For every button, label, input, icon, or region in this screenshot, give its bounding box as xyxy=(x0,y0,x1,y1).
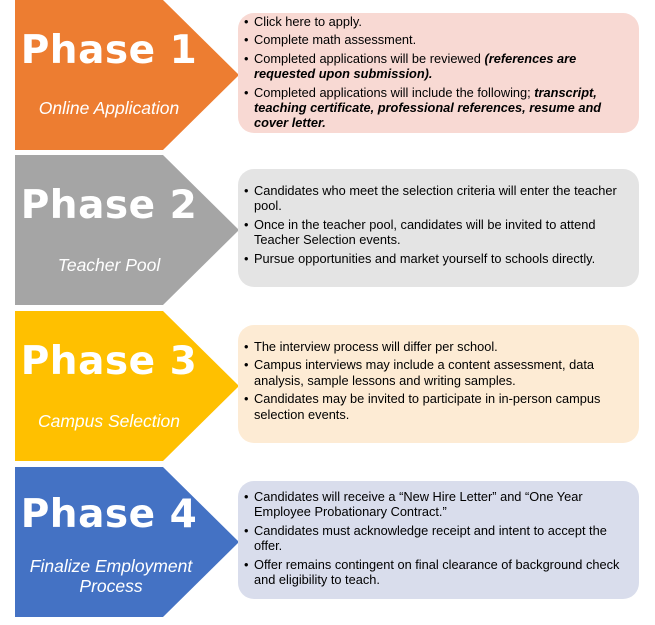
phase-3-arrow-shape xyxy=(15,311,239,461)
phase-2-title: Phase 2 xyxy=(20,183,198,228)
phase-3-details-box: • The interview process will differ per s… xyxy=(238,325,639,443)
bullet-dot-icon: • xyxy=(244,32,249,48)
phase-1-title: Phase 1 xyxy=(20,28,198,73)
bullet-text: Once in the teacher pool, candidates wil… xyxy=(254,216,596,248)
bullet-text: Candidates may be invited to participate… xyxy=(254,391,601,422)
phase-2-bullet-2: • Once in the teacher pool, candidates wi… xyxy=(244,217,629,248)
bullet-dot-icon: • xyxy=(244,391,249,407)
phase-1-bullet-3: • Completed applications will be reviewed… xyxy=(244,51,629,82)
bullet-dot-icon: • xyxy=(244,216,249,232)
phase-4-bullet-1: • Candidates will receive a “New Hire Let… xyxy=(244,489,629,520)
phase-4-arrow-shape xyxy=(15,467,239,617)
bullet-dot-icon: • xyxy=(244,14,249,29)
phase-1-arrow-shape xyxy=(15,0,239,150)
bullet-text: Pursue opportunities and market yourself… xyxy=(254,250,596,266)
phase-4-bullet-2: • Candidates must acknowledge receipt and… xyxy=(244,523,629,554)
phase-1-arrow-fill xyxy=(15,0,239,150)
phase-2-arrow-fill xyxy=(15,155,239,305)
bullet-emphasis-text: (references are requested upon submissio… xyxy=(254,50,577,82)
phase-2-arrow-shape xyxy=(15,155,239,305)
bullet-dot-icon: • xyxy=(244,339,249,354)
bullet-text: Offer remains contingent on final cleara… xyxy=(254,556,620,588)
phase-4-details-box: • Candidates will receive a “New Hire Let… xyxy=(238,481,639,599)
bullet-text: Click here to apply. xyxy=(254,14,362,29)
phase-2-details-box: • Candidates who meet the selection crite… xyxy=(238,169,639,287)
phase-3-arrow-fill xyxy=(15,311,239,461)
bullet-dot-icon: • xyxy=(244,556,249,572)
bullet-dot-icon: • xyxy=(244,489,249,504)
phase-4-subtitle: Finalize Employment Process xyxy=(29,556,193,596)
bullet-dot-icon: • xyxy=(244,84,249,100)
phase-2-subtitle: Teacher Pool xyxy=(57,255,161,275)
phase-1-bullet-4: • Completed applications will include the… xyxy=(244,85,629,131)
bullet-dot-icon: • xyxy=(244,357,249,373)
phase-3-bullet-1: • The interview process will differ per s… xyxy=(244,339,629,354)
phase-4-bullet-3: • Offer remains contingent on final clear… xyxy=(244,557,629,588)
bullet-text: The interview process will differ per sc… xyxy=(254,339,498,354)
phase-1-bullet-1[interactable]: • Click here to apply. xyxy=(244,14,629,29)
bullet-dot-icon: • xyxy=(244,183,249,198)
bullet-text: Complete math assessment. xyxy=(254,32,417,48)
bullet-text: Completed applications will include the … xyxy=(254,84,535,100)
phase-4-arrow-fill xyxy=(15,467,239,617)
phase-2-bullet-3: • Pursue opportunities and market yoursel… xyxy=(244,251,629,266)
bullet-text: Candidates who meet the selection criter… xyxy=(254,183,617,214)
bullet-dot-icon: • xyxy=(244,522,249,538)
phase-3-subtitle: Campus Selection xyxy=(37,411,181,431)
phase-3-bullet-2: • Campus interviews may include a content… xyxy=(244,357,629,388)
phase-1-bullet-2: • Complete math assessment. xyxy=(244,32,629,47)
phase-2-bullet-1: • Candidates who meet the selection crite… xyxy=(244,183,629,214)
bullet-dot-icon: • xyxy=(244,50,249,66)
bullet-dot-icon: • xyxy=(244,250,249,266)
bullet-text: Candidates must acknowledge receipt and … xyxy=(254,522,607,554)
phase-1-subtitle: Online Application xyxy=(38,98,180,118)
phase-4-title: Phase 4 xyxy=(20,492,198,537)
phase-3-title: Phase 3 xyxy=(20,339,198,384)
bullet-text: Completed applications will be reviewed xyxy=(254,50,485,66)
bullet-emphasis-text: transcript, teaching certificate, profes… xyxy=(254,84,602,131)
bullet-text: Campus interviews may include a content … xyxy=(254,357,594,388)
phase-1-details-box: • Click here to apply. • Complete math asse… xyxy=(238,13,639,133)
phase-3-bullet-3: • Candidates may be invited to participat… xyxy=(244,391,629,422)
bullet-text: Candidates will receive a “New Hire Lett… xyxy=(254,489,583,520)
